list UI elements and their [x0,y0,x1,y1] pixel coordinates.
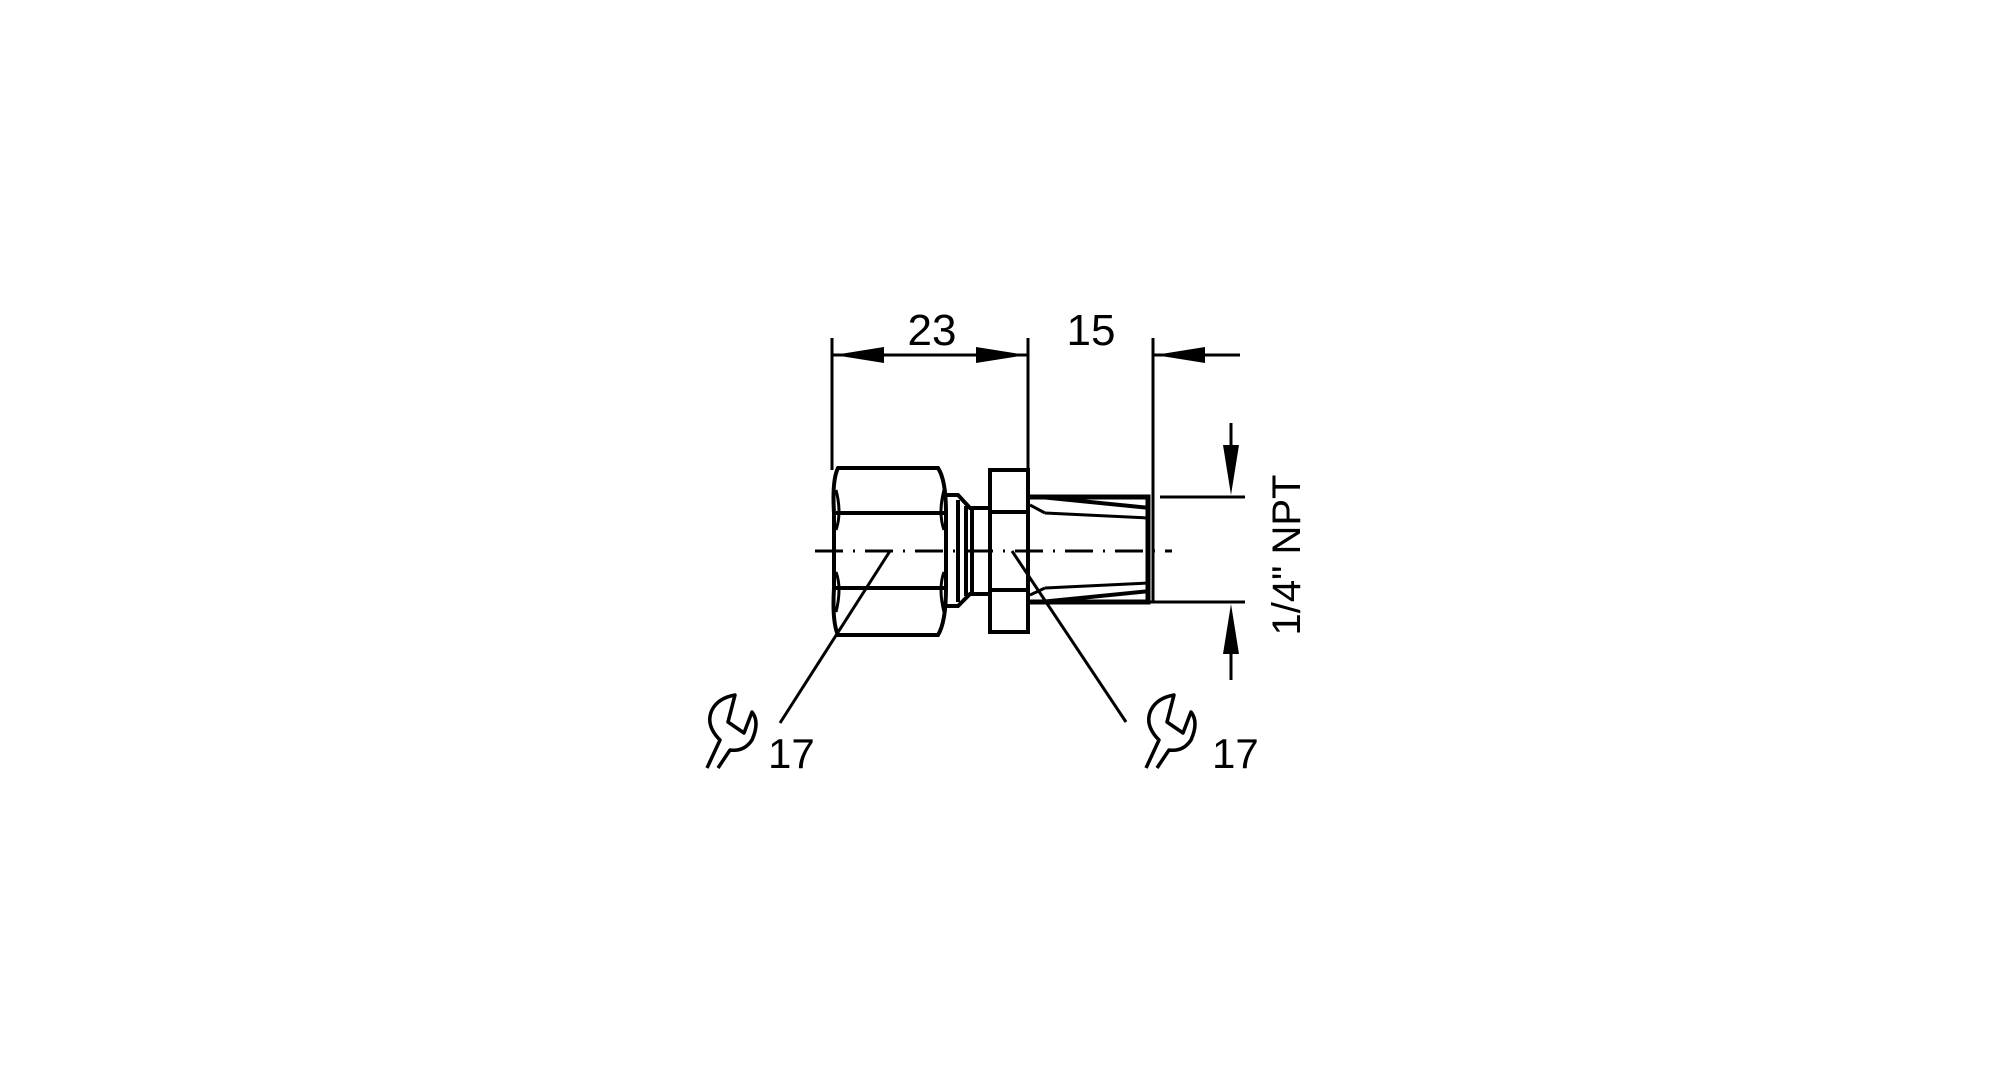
dimension-23-line [832,347,1028,363]
wrench-size-label-right: 17 [1212,730,1259,777]
hex-nut [831,466,948,637]
wrench-icon [705,693,758,769]
wrench-icon [1144,693,1197,769]
dimension-15-line [1153,347,1240,363]
leader-lines [778,550,1128,724]
npt-extension-lines [1100,495,1245,604]
thread-spec-label: 1/4" NPT [1265,475,1309,636]
dimension-15-label: 15 [1067,306,1116,355]
npt-dimension-arrows [1223,423,1239,680]
threaded-end [1028,494,1155,605]
wrench-size-label-left: 17 [768,730,815,777]
dimension-23-label: 23 [908,306,957,355]
